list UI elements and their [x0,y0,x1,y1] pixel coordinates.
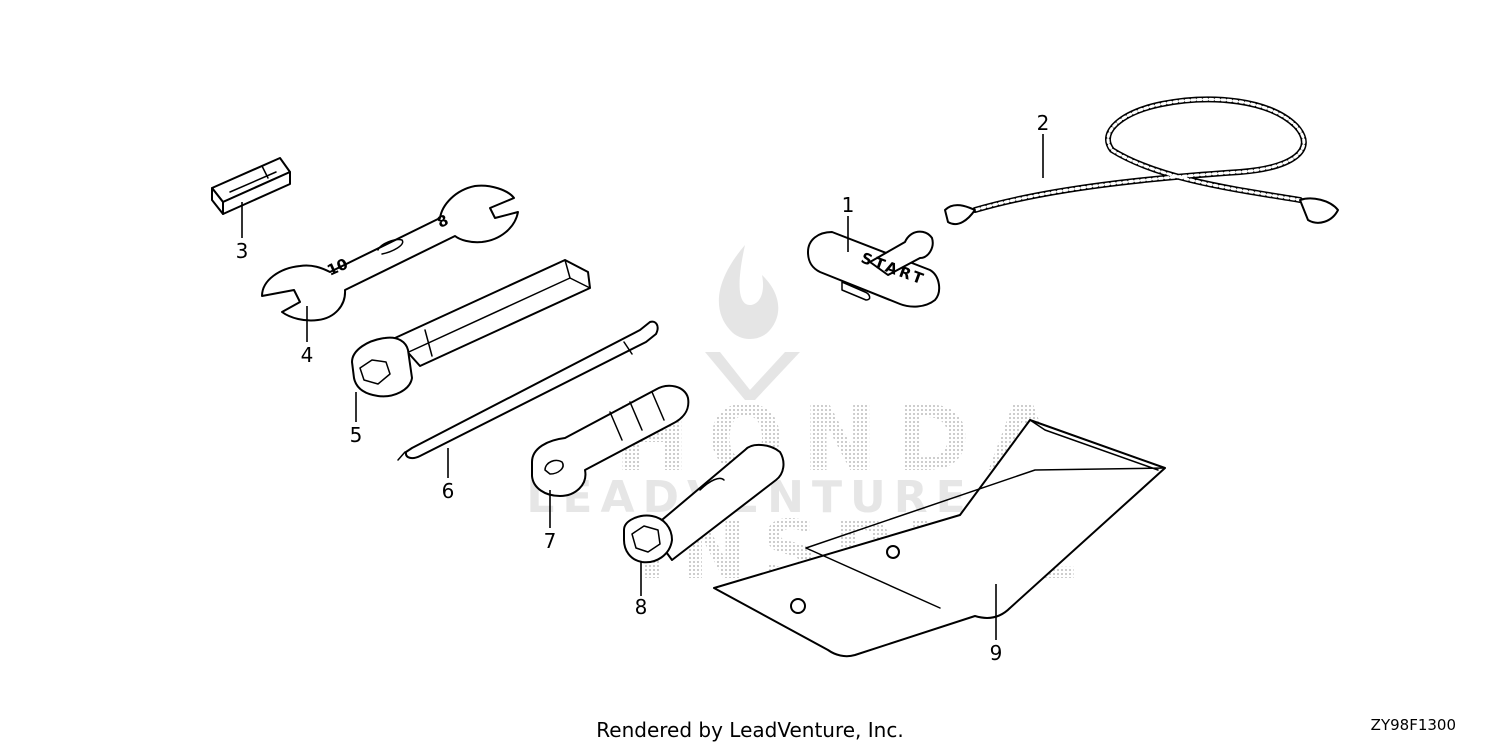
leader-lines [241,134,1044,640]
part-screwdriver [397,320,659,461]
callout-2[interactable]: 2 [1037,111,1050,135]
callout-4[interactable]: 4 [301,343,314,367]
part-tool-bag [713,419,1166,658]
part-grip: START [807,230,941,308]
callout-8[interactable]: 8 [635,595,648,619]
part-plug-wrench [531,384,690,497]
callout-numbers: 1 2 3 4 5 6 7 8 9 [236,111,1050,665]
footer-credit: Rendered by LeadVenture, Inc. [596,718,904,742]
part-clip [211,157,291,215]
drawing-code: ZY98F1300 [1370,716,1456,734]
watermark-flame-icon [718,245,779,339]
part-rope [944,96,1339,226]
part-box-wrench [351,259,591,398]
callout-7[interactable]: 7 [544,529,557,553]
callout-1[interactable]: 1 [842,193,855,217]
callout-3[interactable]: 3 [236,239,249,263]
callout-6[interactable]: 6 [442,479,455,503]
part-box-wrench-small [623,444,785,564]
watermark-wing-icon [705,352,800,400]
callout-5[interactable]: 5 [350,423,363,447]
callout-9[interactable]: 9 [990,641,1003,665]
